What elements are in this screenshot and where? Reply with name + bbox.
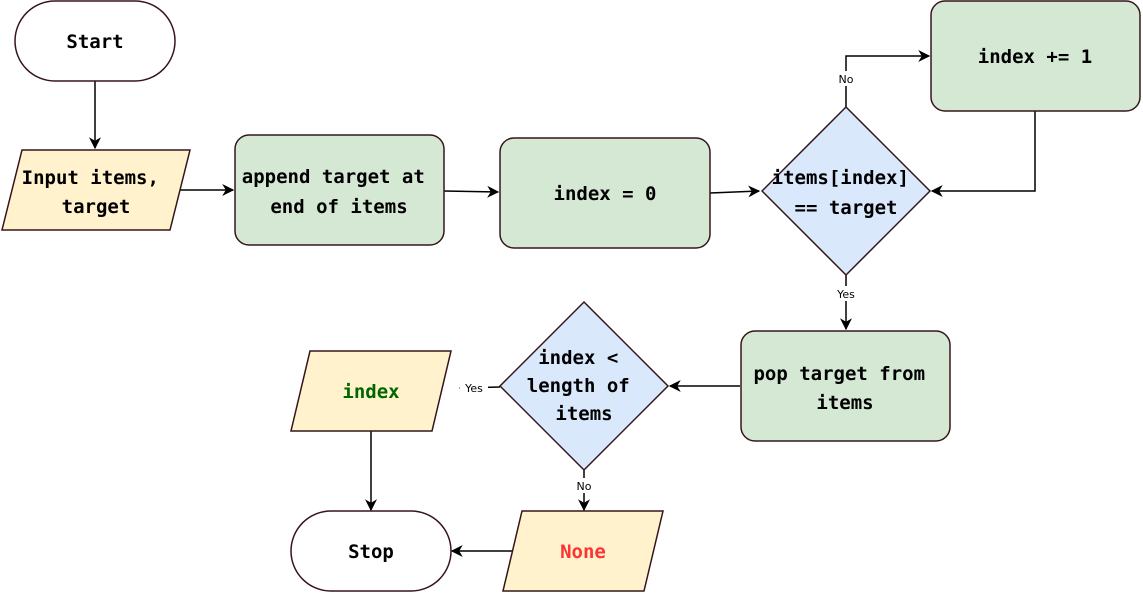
length-check-node: index < length of items: [498, 300, 670, 472]
compare-node: items[index] == target: [760, 105, 932, 277]
stop-label: Stop: [348, 541, 394, 563]
input-label: Input items, target: [22, 167, 171, 218]
edge-label-length-no: No: [573, 478, 595, 493]
compare-label: items[index] == target: [772, 167, 921, 219]
start-terminal-shape: [14, 0, 176, 82]
append-label: append target at end of items: [242, 166, 436, 218]
stop-terminal-shape: [290, 510, 452, 592]
compare-diamond: [760, 105, 932, 277]
edge-label-compare-yes: Yes: [832, 286, 860, 301]
output-none-label: None: [560, 541, 606, 563]
output-index-node: index: [290, 350, 452, 432]
pop-shape: [740, 330, 951, 442]
svg-text:Yes: Yes: [464, 382, 483, 395]
append-node: append target at end of items: [234, 134, 445, 246]
output-index-label: index: [342, 381, 399, 403]
edge-append-to-index-init: [443, 185, 500, 198]
index-init-node: index = 0: [499, 137, 711, 249]
stop-node: Stop: [290, 510, 452, 592]
increment-node: index += 1: [930, 0, 1141, 112]
edge-increment-to-compare: [930, 111, 1036, 197]
increment-label: index += 1: [978, 46, 1092, 68]
index-init-shape: [499, 137, 711, 249]
pop-label: pop target from items: [753, 363, 936, 414]
length-check-label: index < length of items: [527, 347, 641, 425]
start-label: Start: [66, 31, 123, 53]
start-node: Start: [14, 0, 176, 82]
output-index-shape: [290, 350, 452, 432]
output-none-node: None: [502, 510, 664, 592]
input-node: Input items, target: [1, 149, 191, 231]
edge-index-init-to-compare: [709, 185, 761, 198]
edge-label-compare-no: No: [835, 71, 857, 86]
index-init-label: index = 0: [554, 183, 657, 205]
svg-text:No: No: [839, 73, 854, 86]
svg-text:No: No: [577, 480, 592, 493]
pop-node: pop target from items: [740, 330, 951, 442]
output-none-shape: [502, 510, 664, 592]
input-shape: [1, 149, 191, 231]
edges: No Yes Yes No: [89, 50, 1036, 557]
svg-text:Yes: Yes: [836, 288, 855, 301]
edge-label-length-yes: Yes: [460, 380, 488, 395]
edge-compare-to-increment: [845, 50, 931, 107]
increment-shape: [930, 0, 1141, 112]
length-check-diamond: [498, 300, 670, 472]
append-shape: [234, 134, 445, 246]
